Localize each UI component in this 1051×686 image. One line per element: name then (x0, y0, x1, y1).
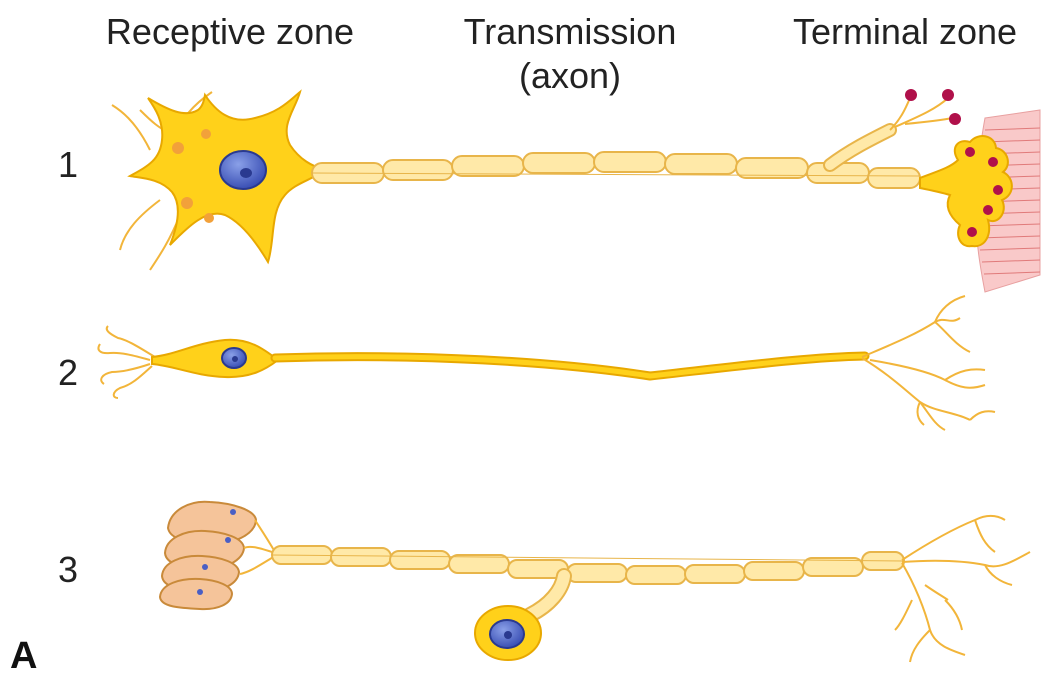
neuron-2 (98, 296, 995, 430)
neuron-2-receptive-endings (98, 326, 155, 398)
neuron-2-cell-body (152, 340, 278, 377)
receptor-cells (160, 502, 256, 609)
neuron-1-collateral (830, 89, 961, 165)
neuron-3-myelin-sheath (272, 546, 904, 584)
neuron-3-terminal-branches (895, 516, 1030, 662)
neuron-3-stalk (530, 576, 564, 615)
neuron-1 (112, 89, 1040, 292)
neuron-3 (160, 502, 1030, 662)
neuron-2-terminal-branches (862, 296, 995, 430)
